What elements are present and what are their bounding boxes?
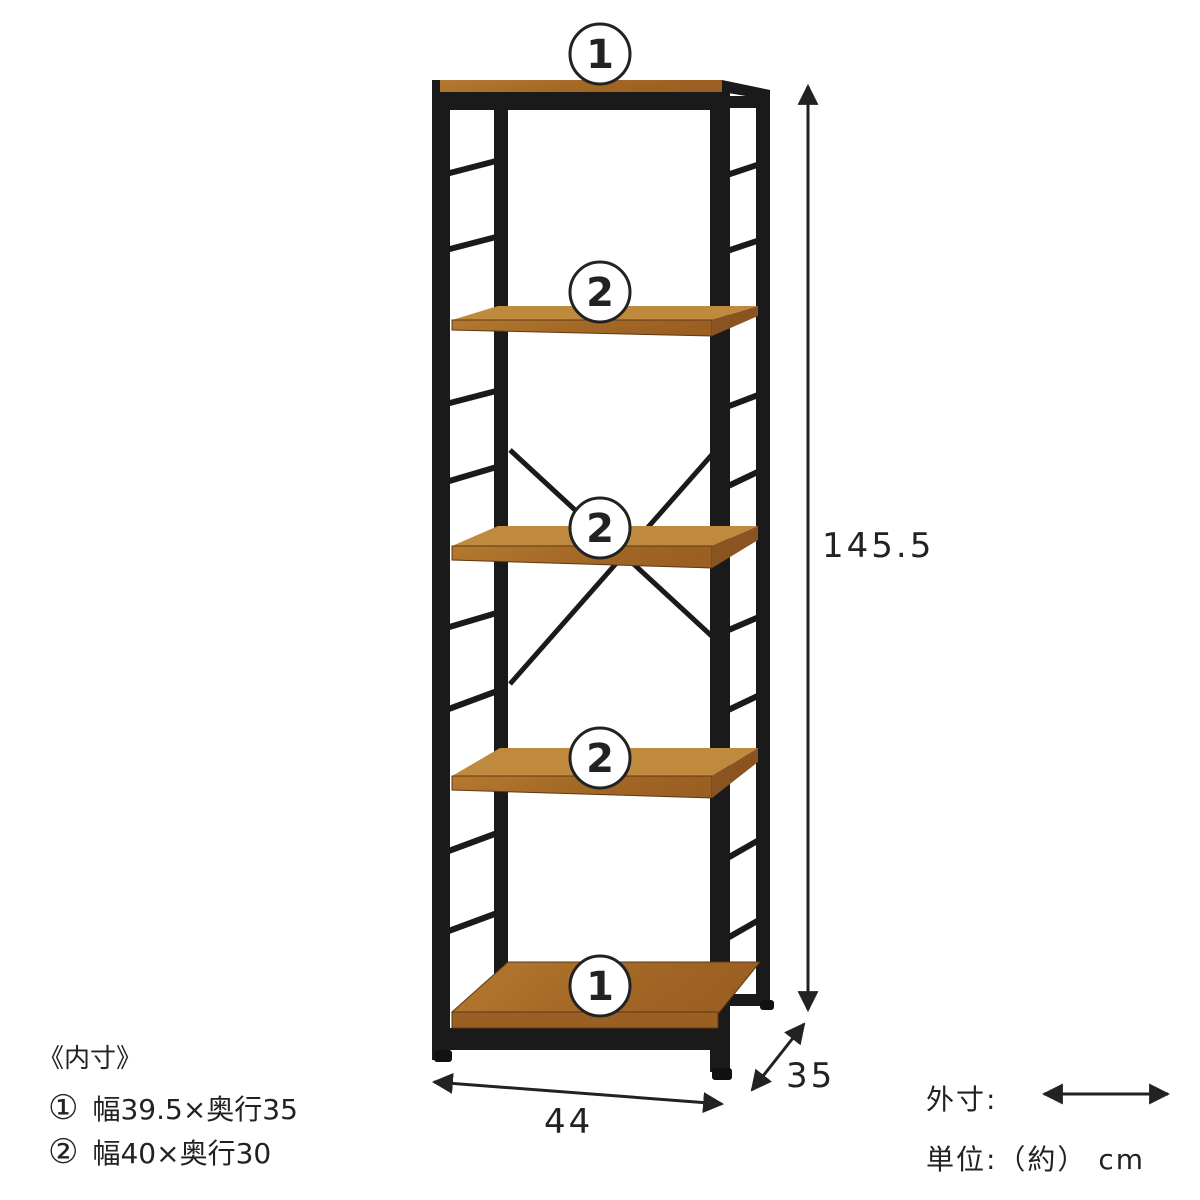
front-top-rail [432, 92, 730, 110]
right-side-rungs [721, 159, 769, 943]
inner-size-text: 幅39.5×奥行35 [92, 1093, 298, 1126]
top-board [438, 80, 770, 100]
callout-bottom-board: 1 [568, 954, 632, 1018]
rear-right-post [756, 96, 770, 1006]
inner-size-item-1: ① 幅39.5×奥行35 [48, 1088, 298, 1128]
inner-size-item-2: ② 幅40×奥行30 [48, 1132, 271, 1172]
callout-shelf-2: 2 [568, 496, 632, 560]
left-foot [434, 1050, 452, 1062]
front-frame [432, 80, 774, 1080]
shelf-board-2 [451, 526, 758, 569]
cross-brace-b [508, 448, 718, 686]
inner-size-marker: ① [48, 1088, 79, 1128]
callout-label: 1 [586, 964, 614, 1010]
callout-label: 2 [586, 736, 614, 782]
width-label: 44 [544, 1102, 594, 1142]
rear-left-post [494, 110, 508, 1050]
front-bottom-rail [432, 1028, 730, 1050]
callout-shelf-1: 2 [568, 260, 632, 324]
left-side-rungs [443, 157, 503, 935]
depth-label: 35 [786, 1056, 836, 1096]
inner-size-text: 幅40×奥行30 [92, 1137, 272, 1170]
unit-label: 単位:（約） cm [926, 1143, 1146, 1176]
inner-size-marker: ② [48, 1132, 79, 1172]
rear-foot [760, 1000, 774, 1010]
width-arrow [431, 1072, 725, 1114]
callout-top-board: 1 [568, 22, 632, 86]
depth-arrow [750, 1022, 806, 1092]
front-left-post [432, 80, 450, 1060]
outer-size-label: 外寸: [926, 1083, 998, 1116]
front-right-post [710, 92, 730, 1072]
height-label: 145.5 [822, 526, 935, 566]
callout-label: 2 [586, 506, 614, 552]
callout-label: 1 [586, 32, 614, 78]
callout-label: 2 [586, 270, 614, 316]
callout-shelf-3: 2 [568, 726, 632, 790]
right-foot [712, 1068, 732, 1080]
inner-size-title: 《内寸》 [38, 1044, 143, 1074]
